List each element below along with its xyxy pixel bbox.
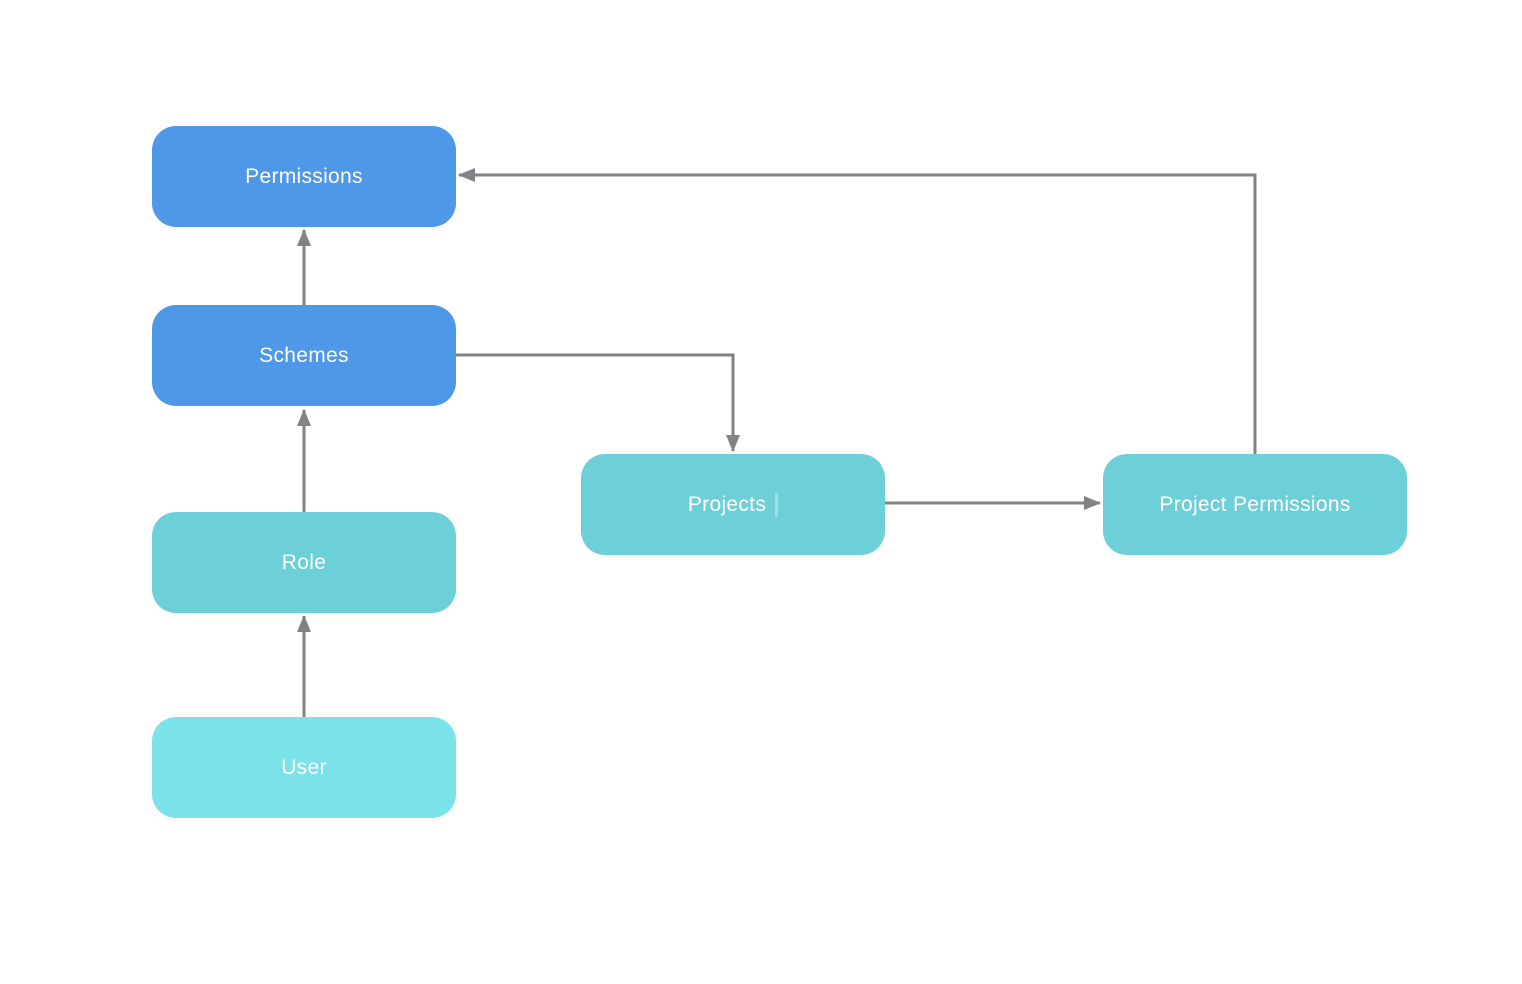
node-role-label: Role [281, 550, 327, 574]
text-cursor-artifact [775, 492, 779, 517]
node-project-permissions-label: Project Permissions [1159, 492, 1351, 516]
node-user[interactable]: User [152, 717, 456, 818]
node-projects[interactable]: Projects [581, 454, 885, 555]
node-schemes[interactable]: Schemes [152, 305, 456, 406]
node-role[interactable]: Role [152, 512, 456, 613]
edge-schemes-to-projects [456, 353, 740, 452]
node-projects-label: Projects [687, 492, 767, 516]
node-permissions[interactable]: Permissions [152, 126, 456, 227]
node-project-permissions[interactable]: Project Permissions [1103, 454, 1407, 555]
node-user-label: User [281, 755, 327, 779]
node-permissions-label: Permissions [245, 164, 363, 188]
node-schemes-label: Schemes [259, 343, 349, 367]
edge-project-permissions-to-permissions [458, 168, 1257, 454]
